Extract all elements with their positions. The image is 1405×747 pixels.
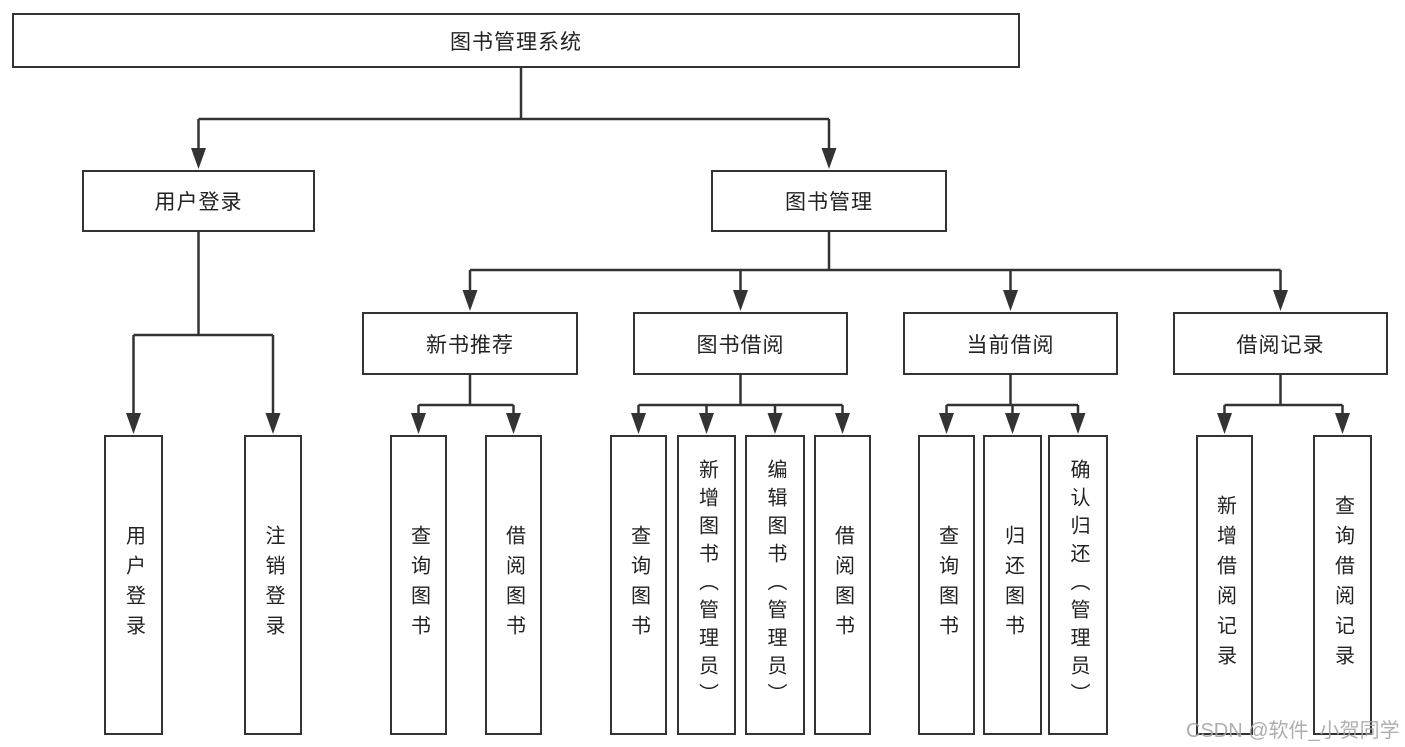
node-query-borrow-record: 查询借阅记录 <box>1313 435 1372 735</box>
node-borrow-book-1-label: 借阅图书 <box>502 525 525 645</box>
arrow-down-icon <box>767 413 783 434</box>
node-book-borrow: 图书借阅 <box>633 312 848 375</box>
arrow-down-icon <box>835 413 850 434</box>
node-query-book-2: 查询图书 <box>610 435 667 735</box>
connector-book-mgmt-to-level3 <box>462 232 1288 311</box>
connector-borrow-record-to-leaves <box>1217 375 1350 434</box>
node-edit-book: 编辑图书（管理员） <box>745 435 805 735</box>
arrow-down-icon <box>821 148 837 169</box>
node-root: 图书管理系统 <box>12 13 1020 68</box>
node-return-book-label: 归还图书 <box>1001 525 1024 645</box>
node-logout-label: 注销登录 <box>262 525 284 645</box>
arrow-down-icon <box>126 413 141 434</box>
node-return-book: 归还图书 <box>983 435 1042 735</box>
connector-user-login-to-leaves <box>126 232 281 434</box>
node-query-borrow-record-label: 查询借阅记录 <box>1331 495 1354 675</box>
arrow-down-icon <box>1273 290 1288 311</box>
node-user-login: 用户登录 <box>82 170 315 232</box>
node-user-login-leaf-label: 用户登录 <box>122 525 145 645</box>
node-confirm-return-label: 确认归还（管理员） <box>1067 459 1089 711</box>
arrow-down-icon <box>939 413 954 434</box>
connector-new-book-rec-to-leaves <box>411 375 521 434</box>
node-borrow-book-2-label: 借阅图书 <box>831 525 854 645</box>
connector-current-borrow-to-leaves <box>939 375 1086 434</box>
node-logout: 注销登录 <box>244 435 302 735</box>
arrow-down-icon <box>699 413 714 434</box>
node-query-book-2-label: 查询图书 <box>627 525 650 645</box>
node-user-login-label: 用户登录 <box>154 191 243 214</box>
arrow-down-icon <box>191 148 206 169</box>
node-query-book-3-label: 查询图书 <box>935 525 958 645</box>
node-query-book-1: 查询图书 <box>390 435 447 735</box>
node-query-book-1-label: 查询图书 <box>407 525 430 645</box>
arrow-down-icon <box>733 290 748 311</box>
node-book-mgmt: 图书管理 <box>711 170 947 232</box>
node-borrow-book-1: 借阅图书 <box>485 435 542 735</box>
arrow-down-icon <box>1335 413 1350 434</box>
node-current-borrow: 当前借阅 <box>903 312 1118 375</box>
node-edit-book-label: 编辑图书（管理员） <box>764 459 786 711</box>
node-root-label: 图书管理系统 <box>450 30 582 54</box>
arrow-down-icon <box>265 413 281 434</box>
node-borrow-book-2: 借阅图书 <box>814 435 871 735</box>
arrow-down-icon <box>631 413 646 434</box>
arrow-down-icon <box>462 290 478 311</box>
arrow-down-icon <box>411 413 426 434</box>
node-current-borrow-label: 当前借阅 <box>966 333 1055 357</box>
arrow-down-icon <box>1005 413 1020 434</box>
node-add-borrow-record: 新增借阅记录 <box>1196 435 1253 735</box>
node-add-borrow-record-label: 新增借阅记录 <box>1213 495 1236 675</box>
node-query-book-3: 查询图书 <box>918 435 975 735</box>
arrow-down-icon <box>506 413 521 434</box>
node-add-book-label: 新增图书（管理员） <box>695 459 718 711</box>
arrow-down-icon <box>1070 413 1086 434</box>
node-borrow-record-label: 借阅记录 <box>1236 333 1325 357</box>
node-book-borrow-label: 图书借阅 <box>696 333 785 357</box>
node-book-mgmt-label: 图书管理 <box>785 191 873 214</box>
connector-root-to-level2 <box>191 68 837 169</box>
watermark-text: CSDN @软件_小贺同学 <box>1186 720 1400 742</box>
node-user-login-leaf: 用户登录 <box>104 435 163 735</box>
node-new-book-rec-label: 新书推荐 <box>426 333 514 357</box>
node-add-book: 新增图书（管理员） <box>677 435 736 735</box>
arrow-down-icon <box>1217 413 1232 434</box>
node-borrow-record: 借阅记录 <box>1173 312 1388 375</box>
node-new-book-rec: 新书推荐 <box>362 312 578 375</box>
connector-book-borrow-to-leaves <box>631 375 850 434</box>
node-confirm-return: 确认归还（管理员） <box>1048 435 1108 735</box>
arrow-down-icon <box>1003 290 1018 311</box>
